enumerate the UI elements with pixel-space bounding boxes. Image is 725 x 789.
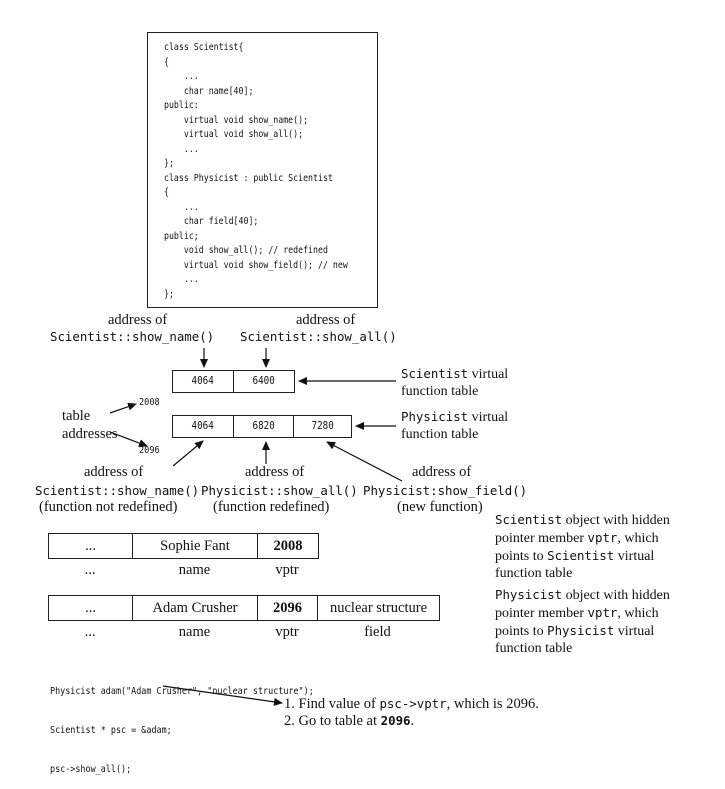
physicist-vtable: 4064 6820 7280 [172,415,352,438]
adam-field-cell: nuclear structure [329,600,428,616]
table-address-2096: 2096 [139,445,160,456]
adam-object-record: ... Adam Crusher 2096 nuclear structure [48,595,440,621]
arrow-table-address-2008 [109,402,137,414]
not-redefined-note: (function not redefined) [39,499,178,515]
code-line: ... [164,143,199,155]
connector-arrows [109,348,403,706]
code-line: { [164,56,169,68]
show-all-function-label: Scientist::show_all() [240,329,397,344]
code-line: class Scientist{ [164,42,244,53]
adam-caption-name: name [178,624,211,640]
adam-vptr-cell: 2096 [258,596,318,620]
code-line: ... [164,201,199,213]
scientist-vtable-cell: 4064 [173,371,234,392]
step-2: 2. Go to table at 2096. [284,713,415,729]
code-line: public: [164,100,199,111]
code-line: void show_all(); // redefined [164,245,328,256]
usage-code-line: Physicist adam("Adam Crusher", "nuclear … [50,686,314,697]
usage-code-line: psc->show_all(); [50,764,132,775]
adam-object-description: Physicist object with hidden pointer mem… [495,587,670,656]
code-line: ... [164,274,199,285]
code-line: virtual void show_field(); // new [164,259,348,271]
arrow-from-not-redefined-label [172,440,204,467]
arrow-table-address-2096 [109,431,148,447]
code-line: class Physicist : public Scientist [164,172,333,184]
code-line: }; [164,158,174,169]
scientist-vtable-cell: 6400 [252,375,276,387]
adam-ellipsis-cell: ... [49,596,133,620]
code-line: }; [164,288,174,300]
redefined-function-label: Physicist::show_all() [201,483,358,498]
redefined-note: (function redefined) [213,499,330,515]
physicist-vtable-label: Physicist virtual function table [401,409,509,442]
sophie-object-description: Scientist object with hidden pointer mem… [495,512,670,581]
class-definitions-code-box: class Scientist{ { ... char name[40]; publ… [147,32,378,308]
code-line: char name[40]; [164,85,254,97]
step-1: 1. Find value of psc->vptr, which is 209… [284,696,539,712]
table-address-2008: 2008 [139,397,160,408]
adam-caption-ellipsis: ... [84,624,96,640]
show-name-function-label: Scientist::show_name() [50,329,215,344]
code-line: ... [164,71,199,82]
code-line: virtual void show_all(); [164,129,304,140]
scientist-vtable: 4064 6400 [172,370,295,393]
new-function-function-label: Physicist:show_field() [363,483,528,498]
physicist-vtable-cell: 6820 [234,416,294,437]
show-all-address-label: address of [296,312,356,328]
physicist-vtable-cell: 7280 [311,420,334,432]
not-redefined-function-label: Scientist::show_name() [35,483,200,498]
code-line: char field[40]; [164,216,259,227]
code-line: public; [164,230,199,242]
scientist-vtable-label: Scientist virtual function table [401,366,509,399]
sophie-object-record: ... Sophie Fant 2008 [48,533,319,559]
sophie-caption-name: name [178,562,211,578]
adam-caption-vptr: vptr [275,624,299,640]
arrow-from-new-function-label [326,441,403,482]
sophie-vptr-cell: 2008 [273,538,303,554]
sophie-name-cell: Sophie Fant [133,534,258,558]
sophie-caption-vptr: vptr [275,562,299,578]
arrow-from-usage-code [162,685,283,706]
sophie-ellipsis-cell: ... [49,534,133,558]
redefined-address-label: address of [245,464,305,480]
code-line: virtual void show_name(); [164,114,309,126]
sophie-caption-ellipsis: ... [84,562,96,578]
not-redefined-address-label: address of [84,464,144,480]
code-line: { [164,187,169,198]
show-name-address-label: address of [108,312,168,328]
adam-caption-field: field [364,624,391,640]
adam-name-cell: Adam Crusher [133,596,258,620]
new-function-note: (new function) [397,499,483,515]
new-function-address-label: address of [412,464,472,480]
physicist-vtable-cell: 4064 [173,416,234,437]
